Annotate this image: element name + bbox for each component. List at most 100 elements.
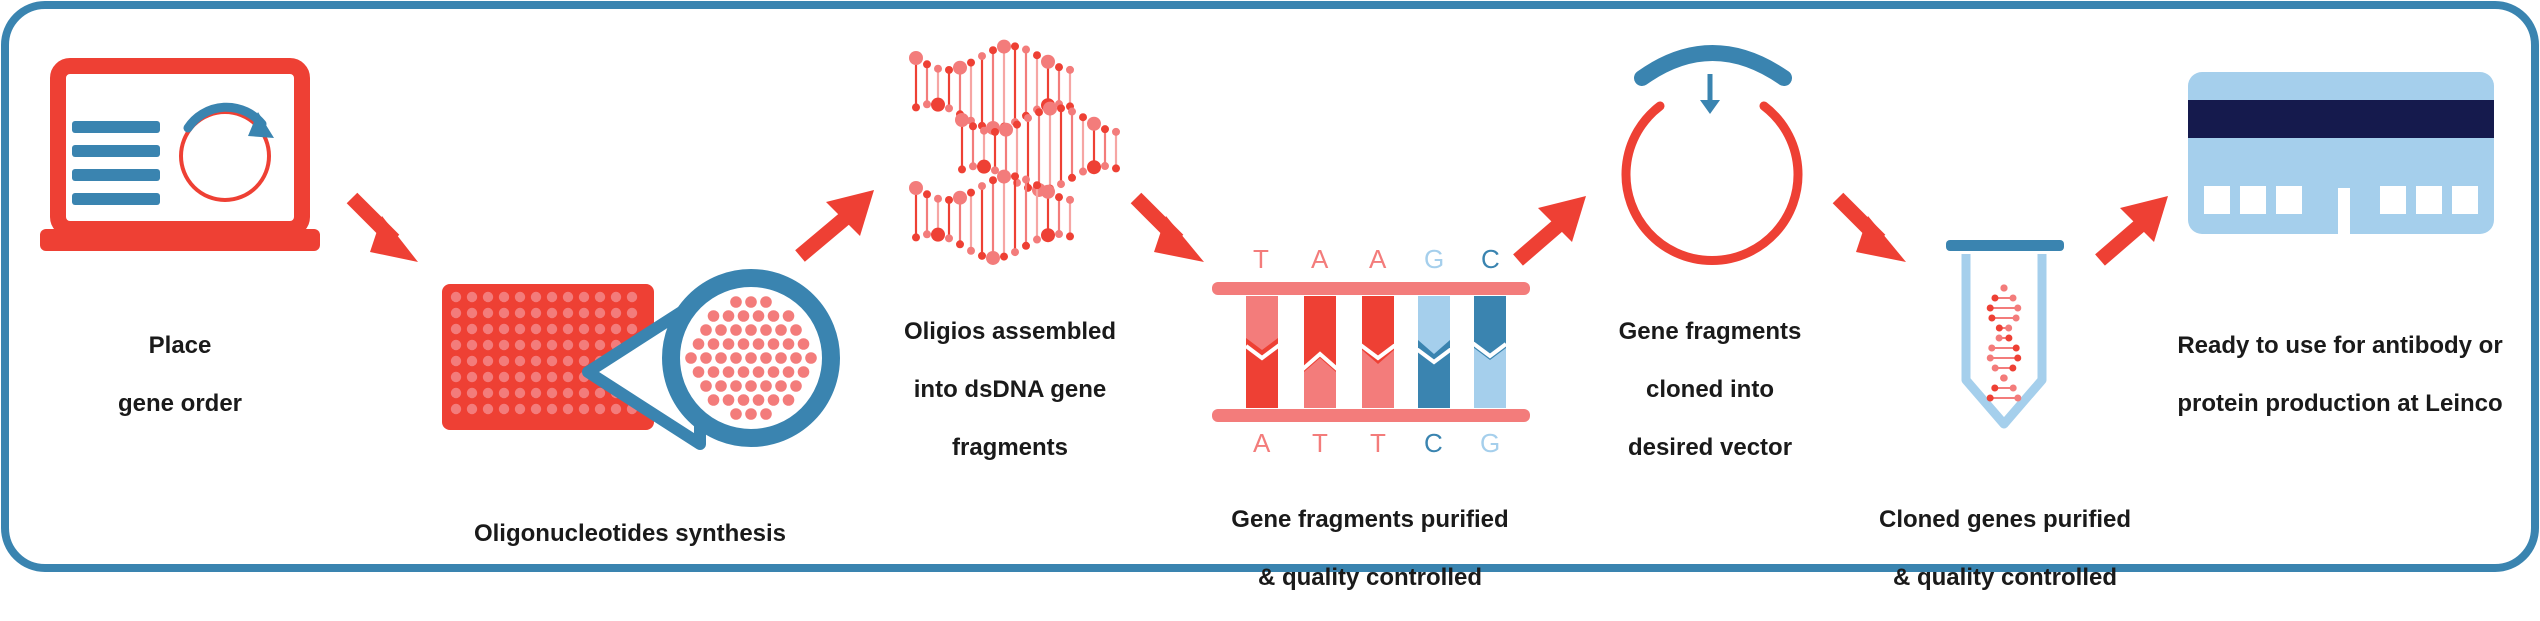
well-dot — [514, 403, 526, 415]
step-label-genes-purified: Cloned genes purified & quality controll… — [1850, 476, 2160, 621]
label-line: & quality controlled — [1257, 564, 1482, 591]
helix-node — [1991, 294, 1999, 302]
well-dot — [775, 380, 787, 392]
step-label-cloning: Gene fragments cloned into desired vecto… — [1590, 288, 1830, 491]
label-line: Oligonucleotides synthesis — [473, 520, 787, 547]
well-dot — [562, 355, 574, 367]
well-dot — [752, 394, 765, 406]
helix-node — [1986, 354, 1994, 362]
helix-node — [1011, 248, 1019, 257]
helix-node — [953, 190, 967, 205]
well-dot — [722, 366, 735, 378]
helix-node — [1068, 173, 1076, 182]
well-dot — [514, 307, 526, 319]
well-dot — [514, 323, 526, 335]
well-dot — [767, 338, 780, 350]
label-line: cloned into — [1646, 376, 1774, 403]
helix-node — [909, 181, 923, 195]
arrow-icon — [346, 192, 418, 262]
label-line: Place — [148, 332, 212, 359]
helix-node — [1024, 114, 1032, 123]
helix-node — [912, 103, 920, 112]
label-line: Gene fragments — [1618, 318, 1802, 345]
helix-node — [1995, 334, 2003, 342]
well-dot — [594, 307, 606, 319]
well-dot — [752, 338, 765, 350]
helix-node — [1055, 63, 1063, 72]
helix-node — [1033, 51, 1041, 60]
dna-ladder-icon — [1212, 282, 1530, 422]
helix-node — [989, 46, 997, 55]
well-dot — [578, 355, 590, 367]
well-dot — [745, 380, 757, 392]
helix-node — [1988, 314, 1996, 322]
helix-node — [2014, 394, 2022, 402]
well-dot — [450, 371, 462, 383]
nucleotide-label: A — [1369, 244, 1387, 274]
well-dot — [752, 310, 765, 322]
well-dot — [514, 355, 526, 367]
well-dot — [562, 403, 574, 415]
well-dot — [610, 291, 622, 303]
well-dot — [790, 352, 802, 364]
nucleotide-label: A — [1311, 244, 1329, 274]
well-dot — [450, 339, 462, 351]
helix-node — [2009, 384, 2017, 392]
well-dot — [530, 387, 542, 399]
well-dot — [482, 403, 494, 415]
well-dot — [530, 291, 542, 303]
helix-node — [931, 227, 945, 242]
well-dot — [722, 310, 735, 322]
well-dot — [546, 307, 558, 319]
helix-node — [923, 100, 931, 109]
helix-node — [909, 51, 923, 65]
well-dot — [498, 307, 510, 319]
helix-node — [934, 194, 942, 203]
label-line: & quality controlled — [1892, 564, 2117, 591]
helix-node — [1033, 235, 1041, 244]
well-dot — [715, 352, 727, 364]
helix-node — [2000, 374, 2008, 382]
well-dot — [466, 323, 478, 335]
helix-node — [967, 246, 975, 255]
well-dot — [562, 371, 574, 383]
helix-node — [945, 234, 953, 243]
well-dot — [498, 339, 510, 351]
helix-node — [1991, 364, 1999, 372]
helix-node — [986, 250, 1000, 265]
helix-node — [1011, 42, 1019, 51]
well-dot — [466, 355, 478, 367]
helix-node — [2005, 324, 2013, 332]
well-dot — [578, 291, 590, 303]
helix-node — [1033, 181, 1041, 190]
well-dot — [546, 339, 558, 351]
well-dot — [685, 352, 697, 364]
plasmid-vector-icon — [1621, 45, 1803, 265]
well-dot — [594, 291, 606, 303]
helix-node — [997, 39, 1011, 54]
nucleotide-label: T — [1253, 244, 1269, 274]
helix-node — [1087, 160, 1101, 175]
well-dot — [782, 338, 795, 350]
helix-node — [967, 188, 975, 197]
arrow-icon — [1130, 192, 1204, 262]
helix-node — [1068, 107, 1076, 116]
helix-node — [1101, 125, 1109, 134]
helix-node — [2012, 314, 2020, 322]
well-dot — [700, 380, 712, 392]
well-dot — [466, 291, 478, 303]
well-dot — [546, 323, 558, 335]
microplate-icon — [442, 269, 840, 450]
well-dot — [482, 307, 494, 319]
well-dot — [730, 352, 742, 364]
well-dot — [737, 394, 750, 406]
step-label-oligo-synthesis: Oligonucleotides synthesis — [440, 490, 820, 577]
well-dot — [707, 310, 720, 322]
well-dot — [562, 307, 574, 319]
well-dot — [482, 323, 494, 335]
helix-node — [2009, 364, 2017, 372]
nucleotide-label: G — [1424, 244, 1445, 274]
well-dot — [700, 352, 712, 364]
well-dot — [578, 387, 590, 399]
helix-node — [912, 233, 920, 242]
